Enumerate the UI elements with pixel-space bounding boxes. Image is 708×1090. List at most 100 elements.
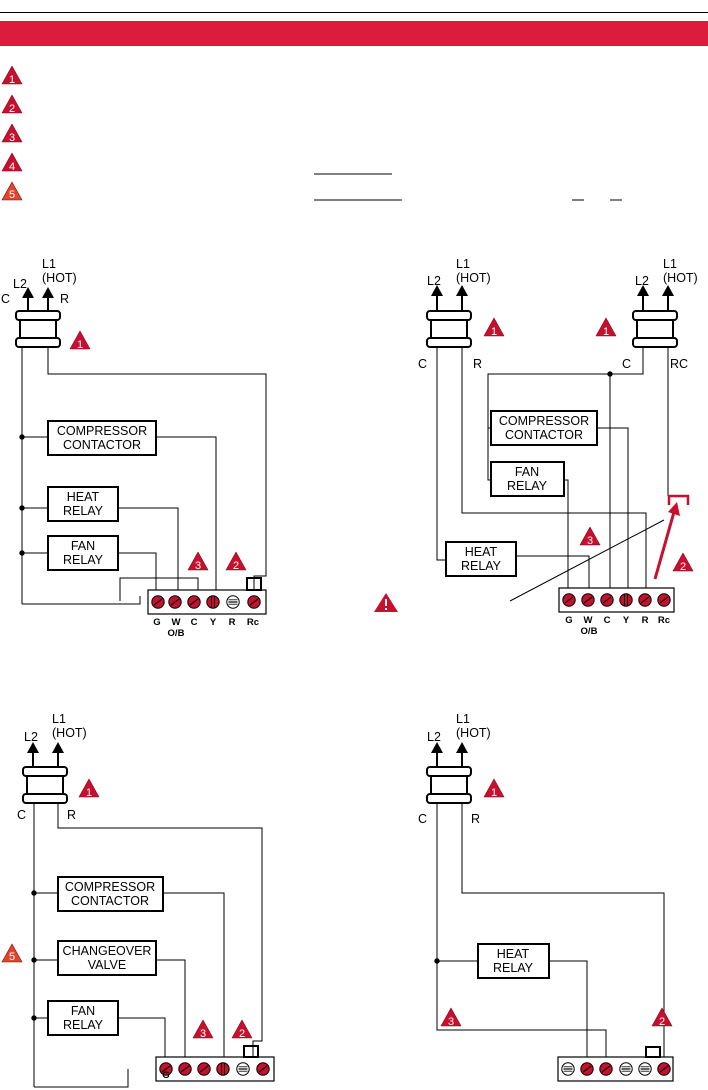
svg-text:1: 1 — [491, 787, 497, 799]
svg-text:L2: L2 — [13, 277, 27, 291]
badge-2: 2 — [672, 552, 694, 573]
svg-text:2: 2 — [9, 103, 15, 115]
transformer — [426, 766, 472, 804]
badge-1: 1 — [483, 778, 505, 799]
svg-text:RELAY: RELAY — [507, 479, 548, 493]
transformer-a — [426, 310, 472, 348]
svg-text:(HOT): (HOT) — [52, 726, 87, 740]
badge-1: 1 — [69, 330, 91, 351]
svg-text:CONTACTOR: CONTACTOR — [505, 428, 583, 442]
svg-text:COMPRESSOR: COMPRESSOR — [57, 424, 147, 438]
svg-text:3: 3 — [200, 1028, 206, 1040]
svg-text:O/B: O/B — [581, 626, 598, 637]
svg-text:3: 3 — [9, 132, 15, 144]
top-rule — [0, 12, 708, 13]
badge-3: 3 — [192, 1019, 214, 1040]
terminal-block — [155, 1056, 275, 1082]
svg-text:FAN: FAN — [515, 465, 539, 479]
heat-relay-box — [445, 541, 517, 577]
svg-text:G: G — [153, 617, 160, 628]
badge-2: 2 — [231, 1019, 253, 1040]
svg-text:(HOT): (HOT) — [456, 726, 491, 740]
svg-text:(HOT): (HOT) — [42, 271, 77, 285]
svg-text:1: 1 — [491, 326, 497, 338]
svg-text:L1: L1 — [456, 712, 470, 726]
svg-text:CONTACTOR: CONTACTOR — [71, 894, 149, 908]
svg-text:C: C — [418, 357, 427, 371]
svg-text:G: G — [565, 615, 572, 626]
terminal-block — [557, 1056, 674, 1082]
svg-text:C: C — [1, 292, 10, 306]
svg-text:C: C — [17, 808, 26, 822]
badge-1b: 1 — [595, 317, 617, 338]
svg-text:5: 5 — [9, 189, 15, 201]
svg-text:HEAT: HEAT — [497, 947, 530, 961]
svg-text:HEAT: HEAT — [465, 545, 498, 559]
svg-text:R: R — [473, 357, 482, 371]
svg-text:O/B: O/B — [168, 628, 185, 639]
legend-badge-5: 5 — [1, 181, 23, 201]
svg-text:1: 1 — [86, 787, 92, 799]
svg-text:(HOT): (HOT) — [663, 271, 698, 285]
svg-text:Rc: Rc — [247, 617, 259, 628]
svg-text:3: 3 — [587, 535, 593, 547]
svg-text:CHANGEOVER: CHANGEOVER — [63, 944, 152, 958]
fan-relay-box — [47, 1000, 119, 1036]
svg-text:CONTACTOR: CONTACTOR — [63, 438, 141, 452]
svg-text:FAN: FAN — [71, 539, 95, 553]
svg-text:2: 2 — [239, 1028, 245, 1040]
svg-text:RC: RC — [670, 357, 688, 371]
svg-text:G: G — [162, 1070, 169, 1081]
fan-relay-box — [47, 535, 119, 571]
badge-2: 2 — [225, 551, 247, 572]
svg-text:C: C — [622, 357, 631, 371]
svg-text:R: R — [642, 615, 649, 626]
legend-badge-3: 3 — [1, 123, 23, 144]
warning-icon — [374, 593, 398, 612]
changeover-valve-box — [57, 940, 157, 976]
svg-text:C: C — [604, 615, 611, 626]
section-banner — [0, 21, 708, 46]
badge-1a: 1 — [483, 317, 505, 338]
svg-text:Y: Y — [210, 617, 217, 628]
svg-text:Rc: Rc — [658, 615, 670, 626]
svg-text:1: 1 — [603, 326, 609, 338]
svg-text:2: 2 — [680, 561, 686, 573]
svg-text:R: R — [471, 812, 480, 826]
svg-text:Y: Y — [623, 615, 630, 626]
svg-text:R: R — [60, 292, 69, 306]
svg-text:RELAY: RELAY — [493, 961, 534, 975]
svg-text:VALVE: VALVE — [88, 958, 126, 972]
svg-text:HEAT: HEAT — [67, 490, 100, 504]
svg-text:L2: L2 — [24, 730, 38, 744]
diagram-1: L1 (HOT) L2 C R 1 COMPRESSOR CONTACTOR H… — [1, 257, 267, 639]
svg-text:RELAY: RELAY — [63, 504, 104, 518]
terminal-block — [558, 587, 675, 613]
svg-text:(HOT): (HOT) — [456, 271, 491, 285]
svg-text:1: 1 — [9, 74, 15, 86]
badge-1: 1 — [78, 778, 100, 799]
badge-5: 5 — [1, 943, 23, 963]
svg-text:COMPRESSOR: COMPRESSOR — [499, 414, 589, 428]
svg-text:2: 2 — [233, 560, 239, 572]
diagram-2: L1 (HOT) L2 L1 (HOT) L2 C R C RC 1 1 — [374, 257, 698, 637]
svg-text:L1: L1 — [663, 257, 677, 271]
heat-relay-box — [47, 486, 119, 522]
svg-text:C: C — [418, 812, 427, 826]
fan-relay-box — [490, 461, 565, 497]
badge-3: 3 — [187, 551, 209, 572]
svg-text:W: W — [584, 615, 593, 626]
transformer-b — [632, 310, 678, 348]
compressor-contactor-box — [57, 876, 164, 912]
svg-text:L1: L1 — [42, 257, 56, 271]
diagram-4: L1 (HOT) L2 C R 1 HEAT RELAY 3 2 — [418, 712, 674, 1082]
legend-badge-4: 4 — [1, 152, 23, 173]
svg-text:L2: L2 — [635, 274, 649, 288]
svg-text:1: 1 — [77, 339, 83, 351]
svg-text:4: 4 — [9, 161, 15, 173]
svg-text:R: R — [67, 808, 76, 822]
transformer — [22, 766, 68, 804]
svg-text:COMPRESSOR: COMPRESSOR — [65, 880, 155, 894]
svg-text:C: C — [191, 617, 198, 628]
